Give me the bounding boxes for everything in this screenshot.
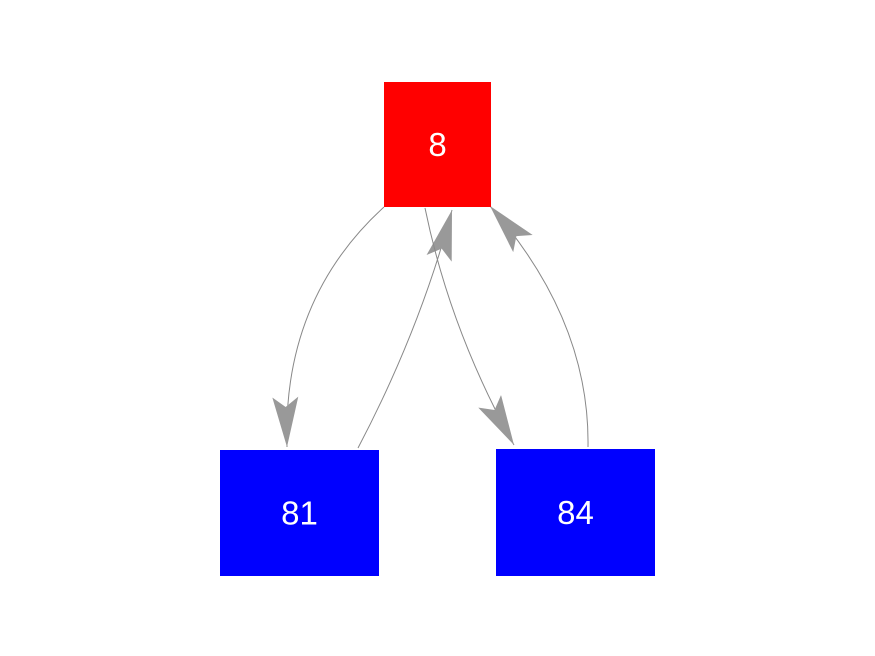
node-8-label: 8 (428, 126, 446, 163)
node-8-box[interactable] (384, 82, 491, 207)
node-81-box[interactable] (220, 450, 379, 576)
node-81[interactable]: 81 (220, 450, 379, 576)
edge-8-to-84 (424, 207, 515, 446)
edges-layer (272, 205, 589, 449)
edge-8-to-81 (272, 206, 385, 448)
edge-84-to-8 (489, 205, 589, 448)
node-84[interactable]: 84 (496, 449, 655, 576)
node-81-label: 81 (281, 495, 318, 532)
node-84-label: 84 (557, 494, 594, 531)
node-84-box[interactable] (496, 449, 655, 576)
edge-81-to-8 (357, 209, 453, 449)
node-8[interactable]: 8 (384, 82, 491, 207)
